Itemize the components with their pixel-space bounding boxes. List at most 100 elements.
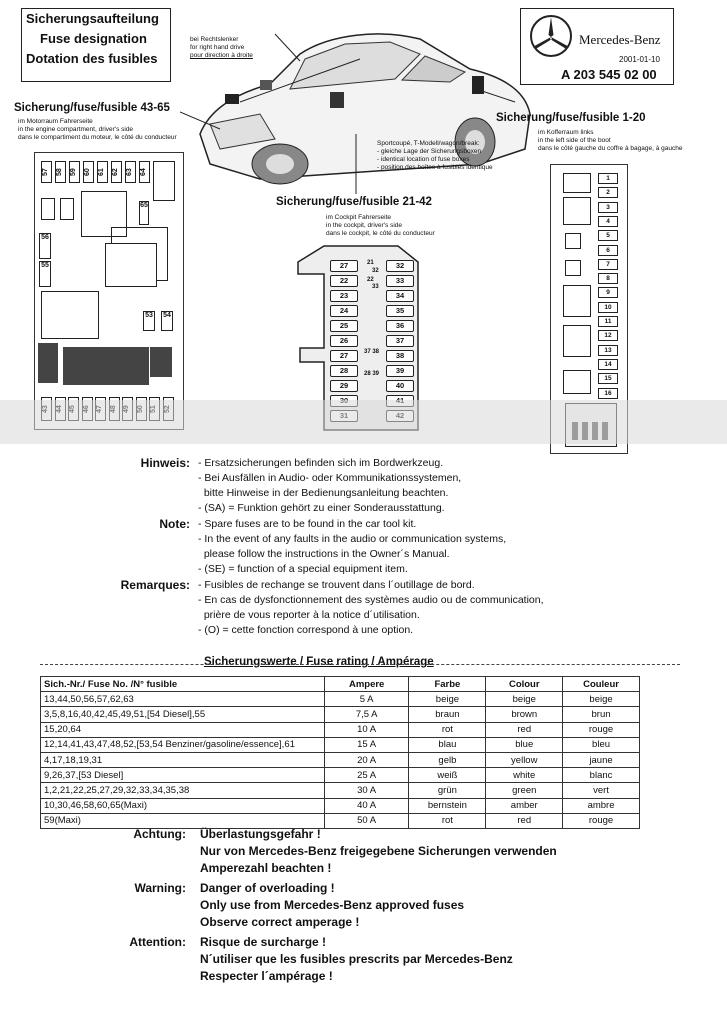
remlist-line: - Fusibles de rechange se trouvent dans … bbox=[198, 579, 475, 591]
rating-title: Sicherungswerte / Fuse rating / Ampérage bbox=[204, 656, 434, 668]
boot-fuse-15: 15 bbox=[598, 373, 618, 385]
attention-label: Attention: bbox=[129, 935, 186, 949]
boot-fuse-7: 7 bbox=[598, 258, 618, 270]
engine-fuse-53: 53 bbox=[143, 311, 155, 331]
engine-desc-en: in the engine compartment, driver's side bbox=[18, 126, 134, 133]
sport-note: Sportcoupé, T-Modell/wagon/break: - glei… bbox=[377, 140, 493, 172]
engine-desc-fr: dans le compartiment du moteur, le côté … bbox=[18, 134, 177, 141]
cockpit-fuse-right-40: 40 bbox=[386, 380, 414, 392]
rating-cell: 50 A bbox=[323, 812, 410, 829]
rating-cell: 15 A bbox=[323, 736, 410, 753]
boot-fuse-1: 1 bbox=[598, 173, 618, 184]
remlist-line: - (O) = cette fonction correspond à une … bbox=[198, 624, 414, 636]
engine-box-desc: im Motorraum Fahrerseite in the engine c… bbox=[18, 118, 177, 142]
cockpit-fuse-left-22: 22 bbox=[330, 275, 358, 287]
boot-fuse-2: 2 bbox=[598, 187, 618, 199]
col-couleur: Couleur bbox=[562, 675, 640, 693]
remlist-line: - En cas de dysfonctionnement des systèm… bbox=[198, 594, 544, 606]
warning-en: Danger of overloading !Only use from Mer… bbox=[200, 880, 464, 931]
rating-cell: 59(Maxi) bbox=[40, 812, 325, 829]
rating-cell: blue bbox=[485, 736, 564, 753]
col-colour: Colour bbox=[485, 675, 564, 693]
cockpit-fuse-left-29: 29 bbox=[330, 380, 358, 392]
rating-cell: brun bbox=[562, 706, 640, 723]
cockpit-fuse-left-25: 25 bbox=[330, 320, 358, 332]
rating-header-row: Sich.-Nr./ Fuse No. /N° fusible Ampere F… bbox=[40, 675, 640, 693]
cockpit-mid-22: 22 bbox=[367, 277, 374, 283]
rating-cell: vert bbox=[562, 782, 640, 799]
warnFr-line: N´utiliser que les fusibles prescrits pa… bbox=[200, 952, 513, 966]
rating-cell: 25 A bbox=[323, 767, 410, 784]
hinweis-line: - Bei Ausfällen in Audio- oder Kommunika… bbox=[198, 472, 462, 484]
title-en: Fuse designation bbox=[40, 31, 147, 46]
cockpit-box-desc: im Cockpit Fahrerseite in the cockpit, d… bbox=[326, 214, 435, 238]
engine-relay-top-right bbox=[153, 161, 175, 201]
boot-fuse-13: 13 bbox=[598, 344, 618, 356]
rating-cell: rouge bbox=[562, 812, 640, 829]
rating-cell: rot bbox=[408, 812, 487, 829]
warnEn-line: Danger of overloading ! bbox=[200, 881, 335, 895]
rating-cell: 20 A bbox=[323, 751, 410, 769]
cockpit-desc-fr: dans le cockpit, le côté du conducteur bbox=[326, 230, 435, 237]
notes-section: Hinweis: - Ersatzsicherungen befinden si… bbox=[100, 456, 660, 638]
car-illustration bbox=[180, 33, 531, 194]
warning-fr: Risque de surcharge ! N´utiliser que les … bbox=[200, 934, 513, 985]
rating-cell: 40 A bbox=[323, 797, 410, 814]
part-number: A 203 545 02 00 bbox=[561, 67, 657, 82]
boot-fuse-6: 6 bbox=[598, 244, 618, 256]
cockpit-fuse-right-35: 35 bbox=[386, 305, 414, 317]
cockpit-desc-en: in the cockpit, driver's side bbox=[326, 222, 403, 229]
rating-cell: rot bbox=[408, 721, 487, 738]
notelist-line: - (SE) = function of a special equipment… bbox=[198, 563, 408, 575]
mercedes-star-icon bbox=[530, 15, 572, 57]
rating-cell: 12,14,41,43,47,48,52,[53,54 Benziner/gas… bbox=[40, 736, 325, 753]
remarques-list: - Fusibles de rechange se trouvent dans … bbox=[198, 578, 544, 638]
rating-cell: 10 A bbox=[323, 721, 410, 738]
cockpit-fuse-right-33: 33 bbox=[386, 275, 414, 287]
boot-desc-de: im Kofferraum links bbox=[538, 129, 594, 136]
engine-box-title: Sicherung/fuse/fusible 43-65 bbox=[14, 102, 170, 114]
hinweis-list: - Ersatzsicherungen befinden sich im Bor… bbox=[198, 456, 461, 516]
rhd-fr: pour direction à droite bbox=[190, 52, 253, 59]
rating-cell: 3,5,8,16,40,42,45,49,51,[54 Diesel],55 bbox=[40, 706, 325, 723]
rhd-en: for right hand drive bbox=[190, 44, 245, 51]
rating-cell: braun bbox=[408, 706, 487, 723]
engine-fuse-60: 60 bbox=[83, 161, 94, 183]
col-fuse-no: Sich.-Nr./ Fuse No. /N° fusible bbox=[40, 675, 325, 693]
boot-desc-fr: dans le côté gauche du coffre à bagage, … bbox=[538, 145, 683, 152]
boot-box-title: Sicherung/fuse/fusible 1-20 bbox=[496, 112, 646, 124]
rating-cell: jaune bbox=[562, 751, 640, 769]
scan-band bbox=[0, 400, 727, 444]
boot-fuse-3: 3 bbox=[598, 201, 618, 213]
cockpit-fuse-left-27: 27 bbox=[330, 350, 358, 362]
engine-fuse-54: 54 bbox=[161, 311, 173, 331]
cockpit-fuse-left-23: 23 bbox=[330, 290, 358, 302]
warnFr-line: Risque de surcharge ! bbox=[200, 935, 327, 949]
hinweis-line: bitte Hinweise in der Bedienungsanleitun… bbox=[198, 487, 449, 499]
boot-fuse-9: 9 bbox=[598, 287, 618, 299]
cockpit-fuse-right-39: 39 bbox=[386, 365, 414, 377]
warning-label: Warning: bbox=[134, 881, 186, 895]
rating-cell: beige bbox=[485, 691, 564, 708]
cockpit-mid-37-38: 37 38 bbox=[364, 349, 380, 355]
rating-row: 12,14,41,43,47,48,52,[53,54 Benziner/gas… bbox=[40, 736, 640, 753]
rating-cell: white bbox=[485, 767, 564, 784]
rhd-note: bei Rechtslenker for right hand drive po… bbox=[190, 36, 253, 60]
rating-cell: 15,20,64 bbox=[40, 721, 325, 738]
rating-cell: brown bbox=[485, 706, 564, 723]
doc-date: 2001-01-10 bbox=[619, 55, 660, 64]
warnDe-line: Überlastungsgefahr ! bbox=[200, 827, 321, 841]
rating-cell: yellow bbox=[485, 751, 564, 769]
rating-cell: green bbox=[485, 782, 564, 799]
rating-cell: 30 A bbox=[323, 782, 410, 799]
cockpit-box-title: Sicherung/fuse/fusible 21-42 bbox=[276, 196, 432, 208]
cockpit-mid-33: 33 bbox=[372, 284, 379, 290]
rating-cell: blanc bbox=[562, 767, 640, 784]
boot-fuse-8: 8 bbox=[598, 273, 618, 285]
rating-cell: beige bbox=[408, 691, 487, 708]
